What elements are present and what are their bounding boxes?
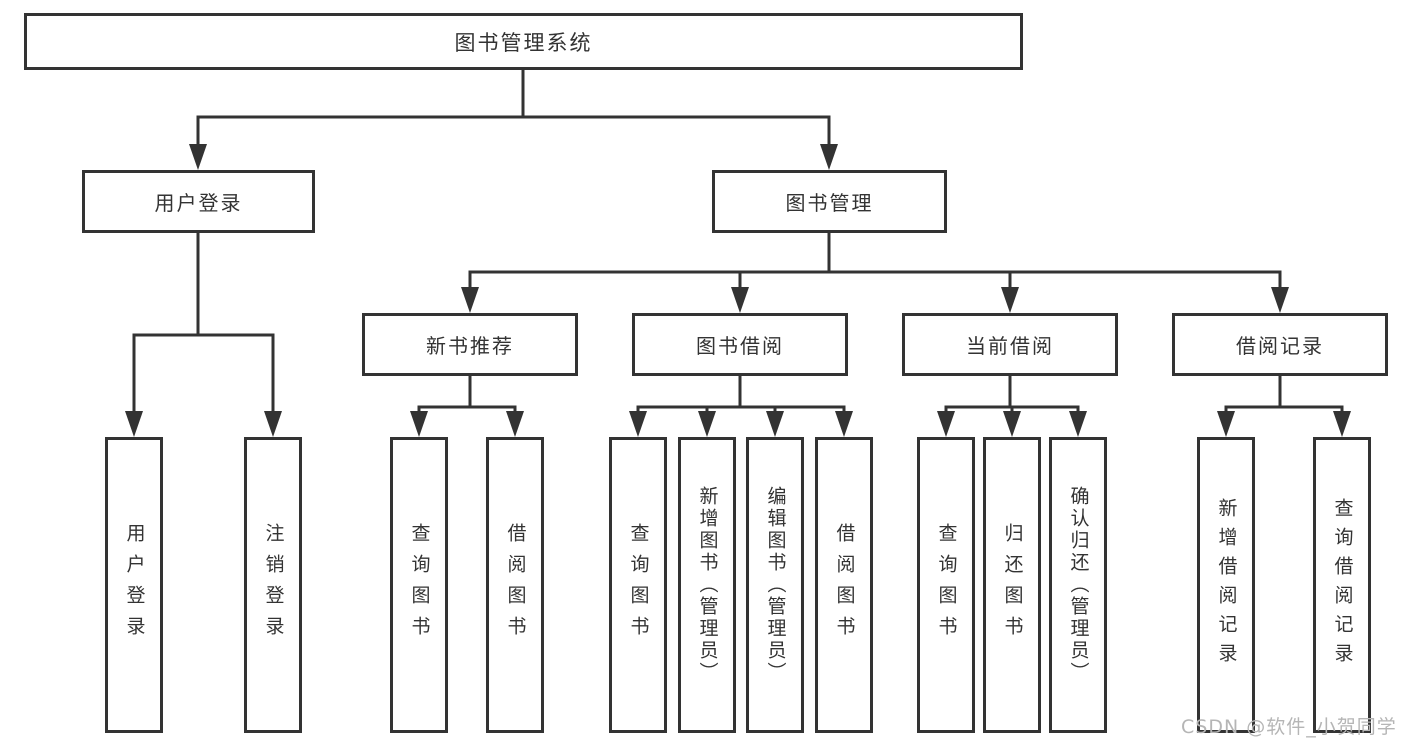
node-book-borrowing: 图书借阅 xyxy=(632,313,848,376)
node-user-login: 用户登录 xyxy=(82,170,315,233)
leaf-return-books: 归还图书 xyxy=(983,437,1041,733)
node-book-management: 图书管理 xyxy=(712,170,947,233)
arrow-down-icon xyxy=(731,287,749,313)
arrow-down-icon xyxy=(1003,411,1021,437)
arrow-down-icon xyxy=(698,411,716,437)
leaf-user-login: 用户登录 xyxy=(105,437,163,733)
node-current-borrowing: 当前借阅 xyxy=(902,313,1118,376)
leaf-confirm-return-admin: 确认归还（管理员） xyxy=(1049,437,1107,733)
arrow-down-icon xyxy=(820,144,838,170)
leaf-query-borrow-record: 查询借阅记录 xyxy=(1313,437,1371,733)
leaf-query-books: 查询图书 xyxy=(390,437,448,733)
arrow-down-icon xyxy=(1271,287,1289,313)
arrow-down-icon xyxy=(1001,287,1019,313)
arrow-down-icon xyxy=(1333,411,1351,437)
arrow-down-icon xyxy=(461,287,479,313)
leaf-query-books-2: 查询图书 xyxy=(609,437,667,733)
arrow-down-icon xyxy=(125,411,143,437)
arrow-down-icon xyxy=(1069,411,1087,437)
arrow-down-icon xyxy=(1217,411,1235,437)
leaf-borrow-books: 借阅图书 xyxy=(486,437,544,733)
leaf-add-borrow-record: 新增借阅记录 xyxy=(1197,437,1255,733)
arrow-down-icon xyxy=(410,411,428,437)
node-new-book-recommendation: 新书推荐 xyxy=(362,313,578,376)
leaf-add-book-admin: 新增图书（管理员） xyxy=(678,437,736,733)
leaf-logout: 注销登录 xyxy=(244,437,302,733)
leaf-query-books-3: 查询图书 xyxy=(917,437,975,733)
arrow-down-icon xyxy=(264,411,282,437)
arrow-down-icon xyxy=(937,411,955,437)
connector-lines xyxy=(132,68,1344,415)
csdn-watermark: CSDN @软件_小贺同学 xyxy=(1181,716,1397,738)
leaf-edit-book-admin: 编辑图书（管理员） xyxy=(746,437,804,733)
arrow-down-icon xyxy=(835,411,853,437)
arrow-down-icon xyxy=(506,411,524,437)
node-library-management-system: 图书管理系统 xyxy=(24,13,1023,70)
node-borrowing-records: 借阅记录 xyxy=(1172,313,1388,376)
arrow-down-icon xyxy=(189,144,207,170)
arrow-down-icon xyxy=(629,411,647,437)
arrow-down-icon xyxy=(766,411,784,437)
leaf-borrow-books-2: 借阅图书 xyxy=(815,437,873,733)
